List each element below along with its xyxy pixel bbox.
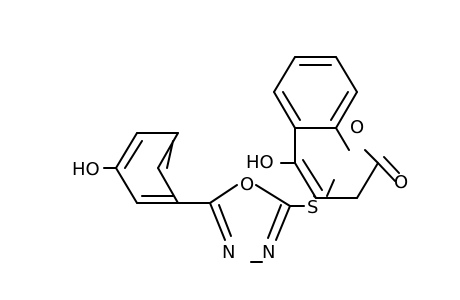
- hydroxyl-label-phenyl: HO: [72, 159, 100, 180]
- coumarin-benzene-ring: [273, 56, 358, 129]
- hydroxyl-label-coumarin: HO: [246, 152, 274, 173]
- sulfur-label: S: [307, 197, 318, 218]
- oxadiazole-oxygen-label: O: [240, 174, 254, 195]
- carbonyl-oxygen-label: O: [394, 172, 408, 193]
- ring-oxygen-label: O: [350, 117, 364, 138]
- oxadiazole-ring: [209, 184, 291, 263]
- hydroxyphenyl-ring: [103, 132, 211, 204]
- nitrogen-label-right: N: [262, 242, 275, 263]
- thioether-linkage: [289, 179, 335, 207]
- coumarin-pyranone-ring: [280, 127, 400, 199]
- nitrogen-label-left: N: [222, 242, 235, 263]
